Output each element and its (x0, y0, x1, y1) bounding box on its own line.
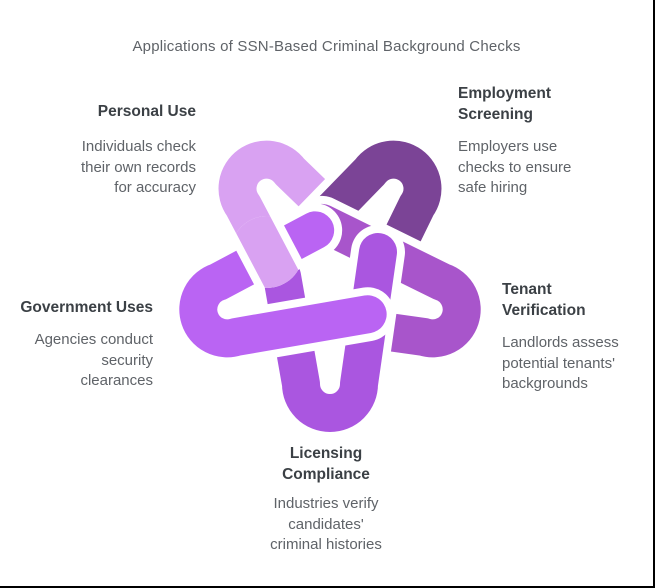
government-uses-description: Agencies conduct security clearances (0, 330, 153, 392)
heading-line: Employment (458, 85, 552, 102)
label-employment-screening: Employment Screening Employers use check… (458, 83, 624, 199)
body-line: Agencies conduct (34, 331, 153, 348)
knot-petal-government-uses (179, 211, 387, 358)
body-line: clearances (80, 372, 153, 389)
personal-use-description: Individuals check their own records for … (20, 137, 196, 199)
label-tenant-verification: Tenant Verification Landlords assess pot… (502, 279, 652, 395)
body-line: Industries verify (273, 495, 379, 512)
heading-line: Tenant (502, 281, 552, 298)
heading-line: Verification (502, 302, 586, 319)
label-government-uses: Government Uses Agencies conduct securit… (0, 297, 153, 392)
knot-petal-tenant-verification (296, 203, 481, 358)
government-uses-heading: Government Uses (0, 297, 153, 318)
page-title: Applications of SSN-Based Criminal Backg… (132, 38, 521, 55)
body-line: Individuals check (81, 138, 196, 155)
licensing-compliance-heading: Licensing Compliance (226, 443, 426, 485)
body-line: their own records (80, 158, 196, 176)
personal-use-heading: Personal Use (20, 101, 196, 122)
knot-petal-licensing-compliance (263, 233, 397, 432)
body-line: potential tenants' (502, 354, 615, 372)
body-line: checks to ensure (458, 158, 572, 176)
tenant-verification-heading: Tenant Verification (502, 279, 652, 321)
tenant-verification-description: Landlords assess potential tenants' back… (502, 333, 652, 395)
licensing-compliance-description: Industries verify candidates' criminal h… (226, 494, 426, 556)
employment-screening-heading: Employment Screening (458, 83, 624, 125)
body-line: backgrounds (502, 375, 588, 392)
label-licensing-compliance: Licensing Compliance Industries verify c… (226, 443, 426, 556)
heading-line: Screening (458, 106, 533, 123)
body-line: security (101, 351, 153, 369)
heading-line: Compliance (282, 466, 370, 483)
body-line: candidates' (288, 515, 364, 533)
body-line: Employers use (458, 138, 558, 155)
body-line: Landlords assess (502, 334, 619, 351)
body-line: criminal histories (270, 536, 382, 553)
knot-petal-personal-use (218, 140, 388, 343)
heading-line: Government Uses (20, 299, 153, 316)
body-line: for accuracy (114, 179, 196, 196)
label-personal-use: Personal Use Individuals check their own… (20, 101, 196, 199)
heading-line: Personal Use (97, 103, 196, 120)
body-line: safe hiring (458, 179, 528, 196)
heading-line: Licensing (289, 445, 363, 462)
knot-petal-employment-screening (258, 140, 442, 324)
employment-screening-description: Employers use checks to ensure safe hiri… (458, 137, 624, 199)
